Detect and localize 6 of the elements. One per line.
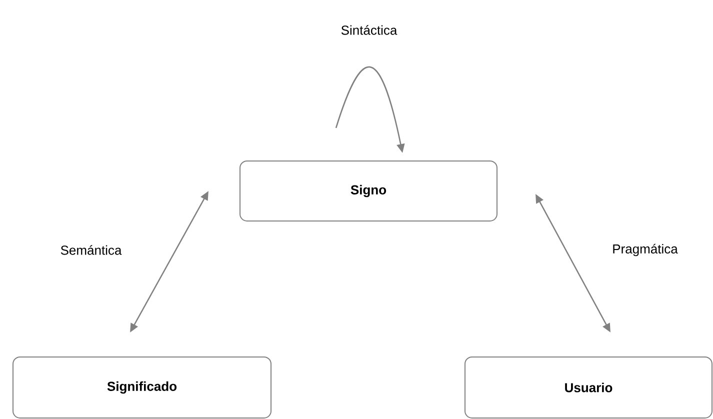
edge-label: Sintáctica xyxy=(341,25,398,35)
process-box: Signo xyxy=(240,160,498,222)
process-box: Usuario xyxy=(464,356,712,418)
edge-label: Semántica xyxy=(60,245,122,255)
edge-label: Pragmática xyxy=(613,244,678,256)
process-box: Significado xyxy=(12,356,272,418)
